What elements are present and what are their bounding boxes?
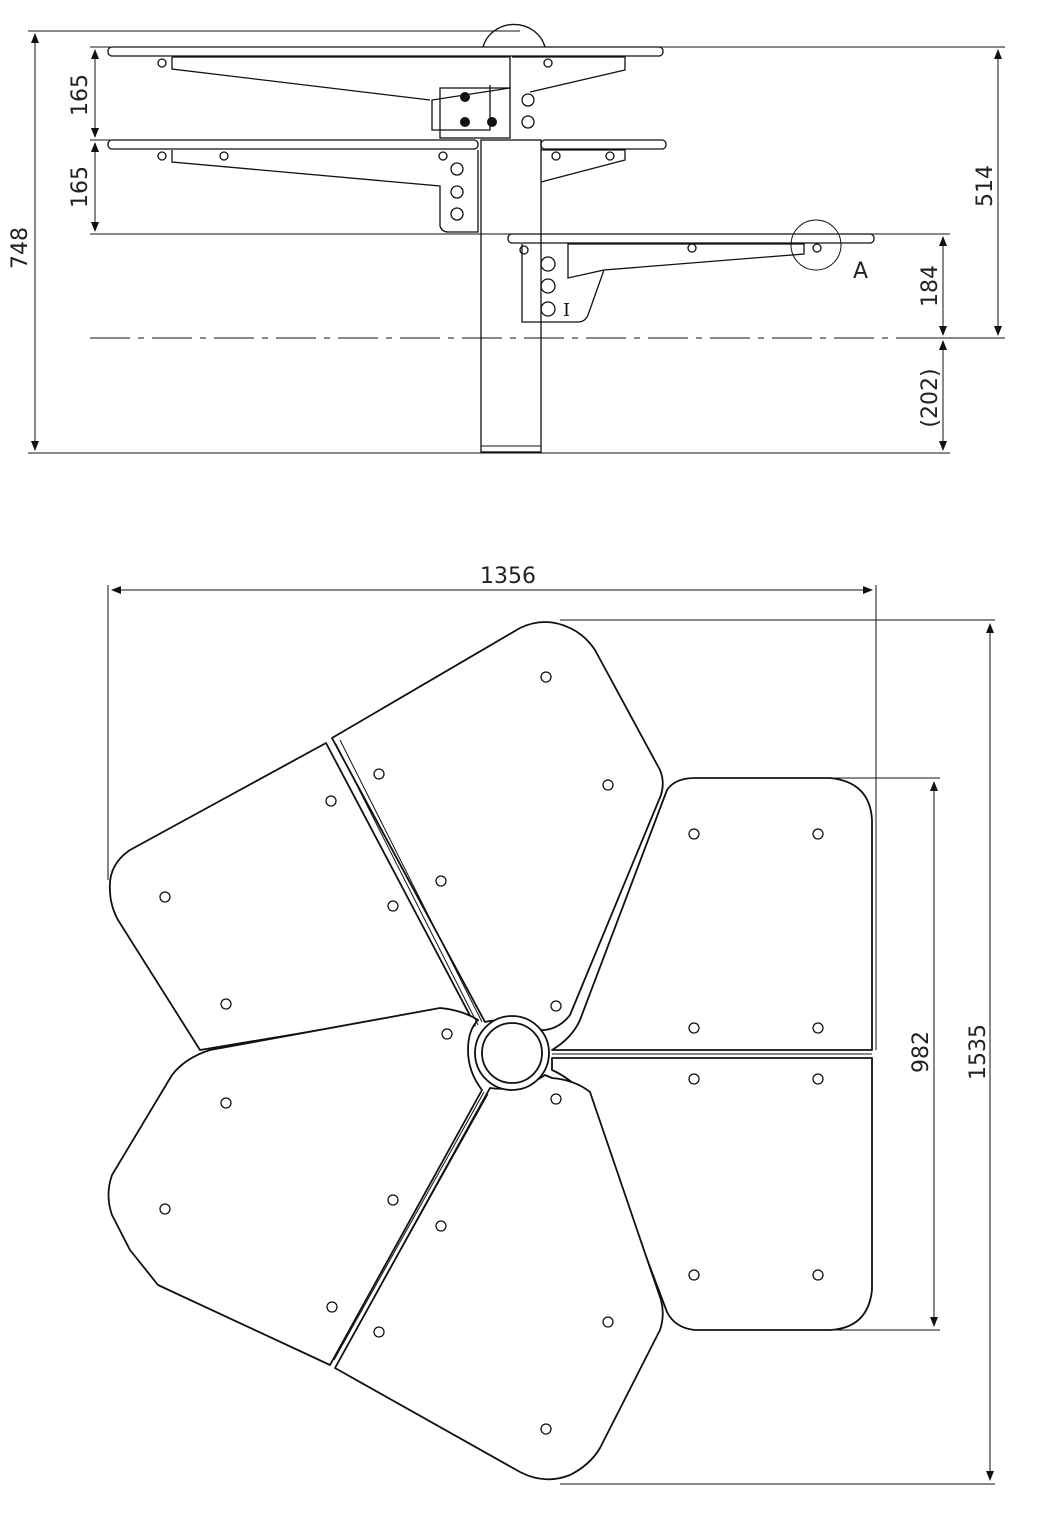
dim-165-upper: 165 bbox=[68, 74, 93, 116]
dim-165-middle: 165 bbox=[68, 166, 93, 208]
svg-text:I: I bbox=[563, 300, 570, 321]
dim-514: 514 bbox=[973, 165, 998, 207]
detail-circle-a bbox=[790, 219, 842, 271]
dim-1356: 1356 bbox=[480, 564, 536, 589]
plan-view: 1356 1535 982 bbox=[107, 564, 995, 1485]
bolt-holes bbox=[159, 671, 824, 1435]
dim-982: 982 bbox=[909, 1031, 934, 1073]
dim-748: 748 bbox=[8, 227, 33, 269]
petal-lower-left bbox=[107, 1007, 483, 1366]
detail-label-a: A bbox=[853, 259, 868, 284]
petal-upper-right bbox=[551, 777, 873, 1051]
dim-184: 184 bbox=[918, 265, 943, 307]
dim-202: (202) bbox=[918, 368, 943, 427]
centre-post-inner bbox=[481, 1022, 543, 1084]
petal-lower-right bbox=[551, 1057, 873, 1331]
side-view: 748 165 165 514 184 (202) I A bbox=[8, 23, 1005, 454]
dim-1535: 1535 bbox=[966, 1024, 991, 1080]
